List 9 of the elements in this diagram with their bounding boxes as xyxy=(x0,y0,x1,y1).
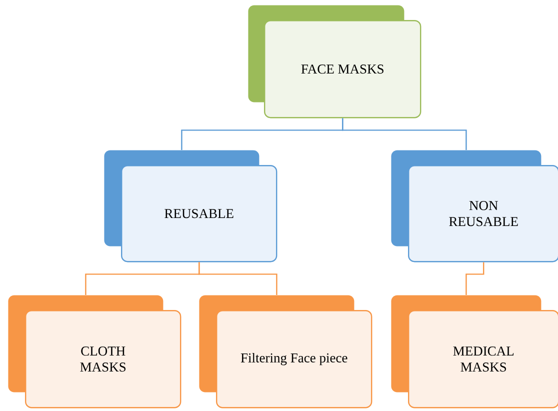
process-box: Filtering Face piece xyxy=(199,295,372,408)
process-box: REUSABLE xyxy=(104,150,278,262)
connector-line xyxy=(466,262,484,295)
process-box: CLOTH MASKS xyxy=(8,295,182,408)
connector-line xyxy=(342,118,467,150)
process-box: NON REUSABLE xyxy=(391,150,558,262)
process-box: FACE MASKS xyxy=(248,5,422,118)
connector-line xyxy=(198,262,278,295)
process-box: MEDICAL MASKS xyxy=(391,295,558,408)
